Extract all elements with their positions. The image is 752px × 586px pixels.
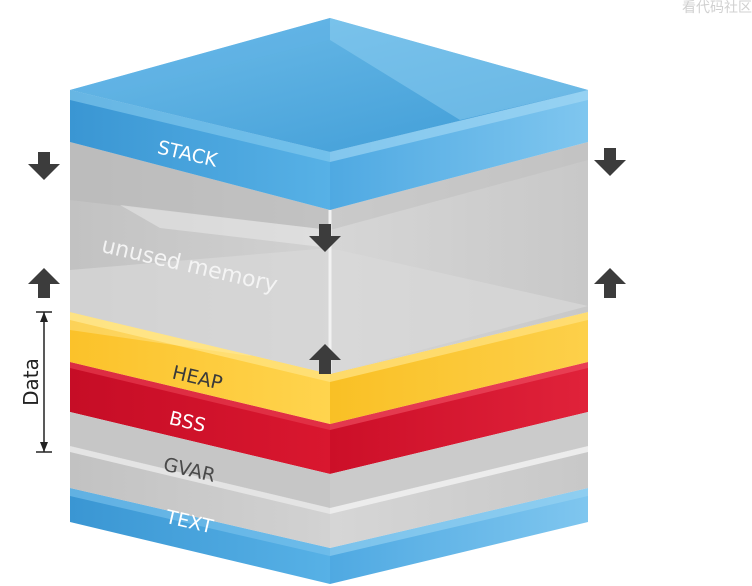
arrow-down-icon xyxy=(594,148,626,176)
bss-gvar-separator xyxy=(70,412,588,508)
stack-segment xyxy=(70,90,588,210)
cube-top-face xyxy=(70,18,588,152)
bss-segment xyxy=(70,362,588,474)
arrow-down-icon xyxy=(28,152,60,180)
arrow-up-icon xyxy=(594,268,626,298)
text-segment xyxy=(70,488,588,584)
data-bracket-label: Data xyxy=(19,358,43,406)
gvar-segment xyxy=(70,446,588,548)
arrow-down-icon xyxy=(309,224,341,252)
arrow-up-icon xyxy=(309,344,341,374)
unused-memory-segment xyxy=(70,142,588,374)
data-bracket: Data xyxy=(19,311,52,453)
arrow-up-icon xyxy=(28,268,60,298)
watermark: 看代码社区 xyxy=(682,0,752,16)
